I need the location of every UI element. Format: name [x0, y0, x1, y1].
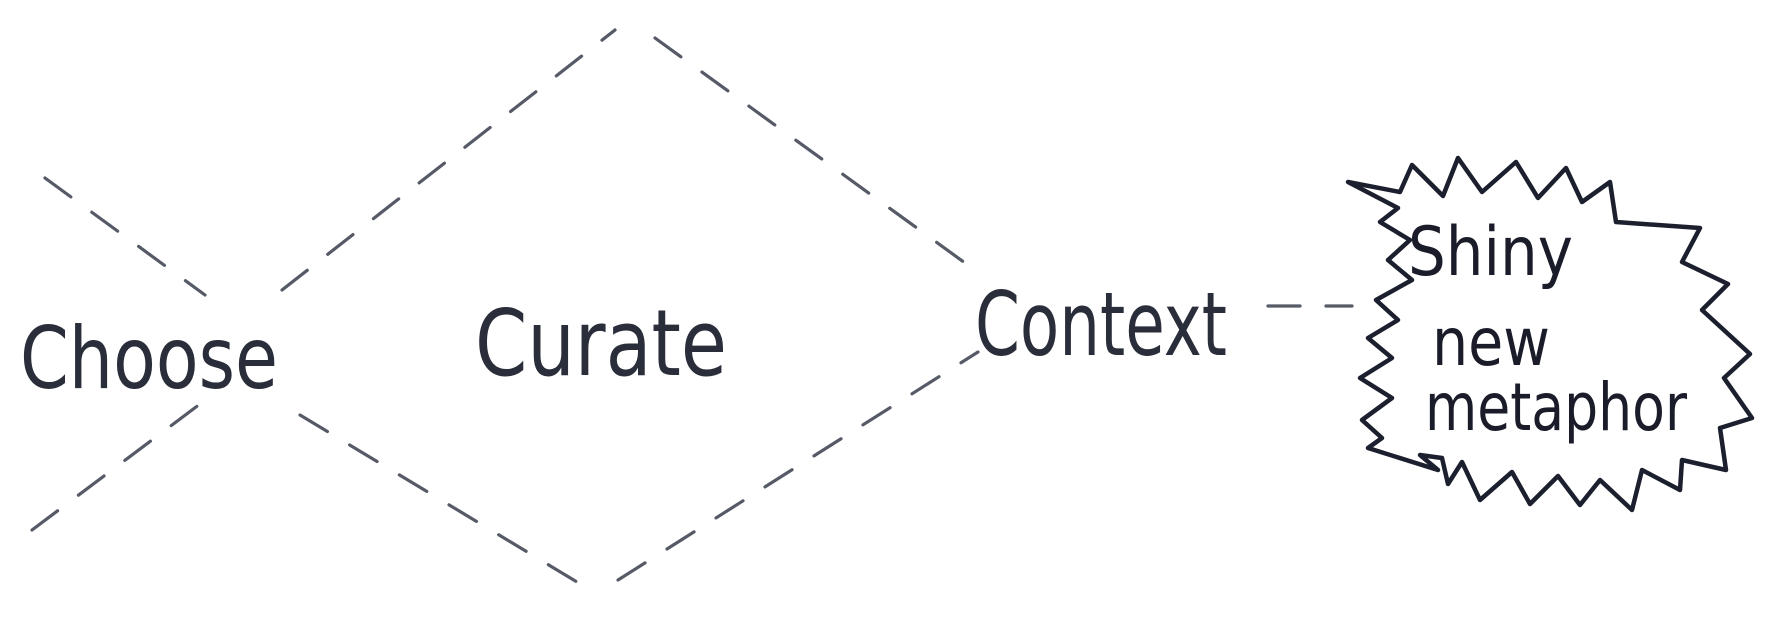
diamond-upper-right-edge [653, 36, 974, 270]
node-choose: Choose [20, 309, 278, 409]
diamond-upper-left-edge [280, 28, 617, 292]
choose-lower-left-line [30, 396, 210, 532]
burst-text-line-2: new [1432, 304, 1550, 381]
choose-upper-left-line [43, 176, 207, 297]
diamond-lower-left-edge [298, 413, 584, 587]
burst-shape [1345, 155, 1755, 513]
diamond-lower-right-edge [616, 350, 980, 582]
node-curate: Curate [475, 290, 727, 397]
node-context: Context [975, 273, 1227, 376]
burst-text-line-3: metaphor [1425, 369, 1688, 446]
burst-text-line-1: Shiny [1408, 213, 1573, 292]
